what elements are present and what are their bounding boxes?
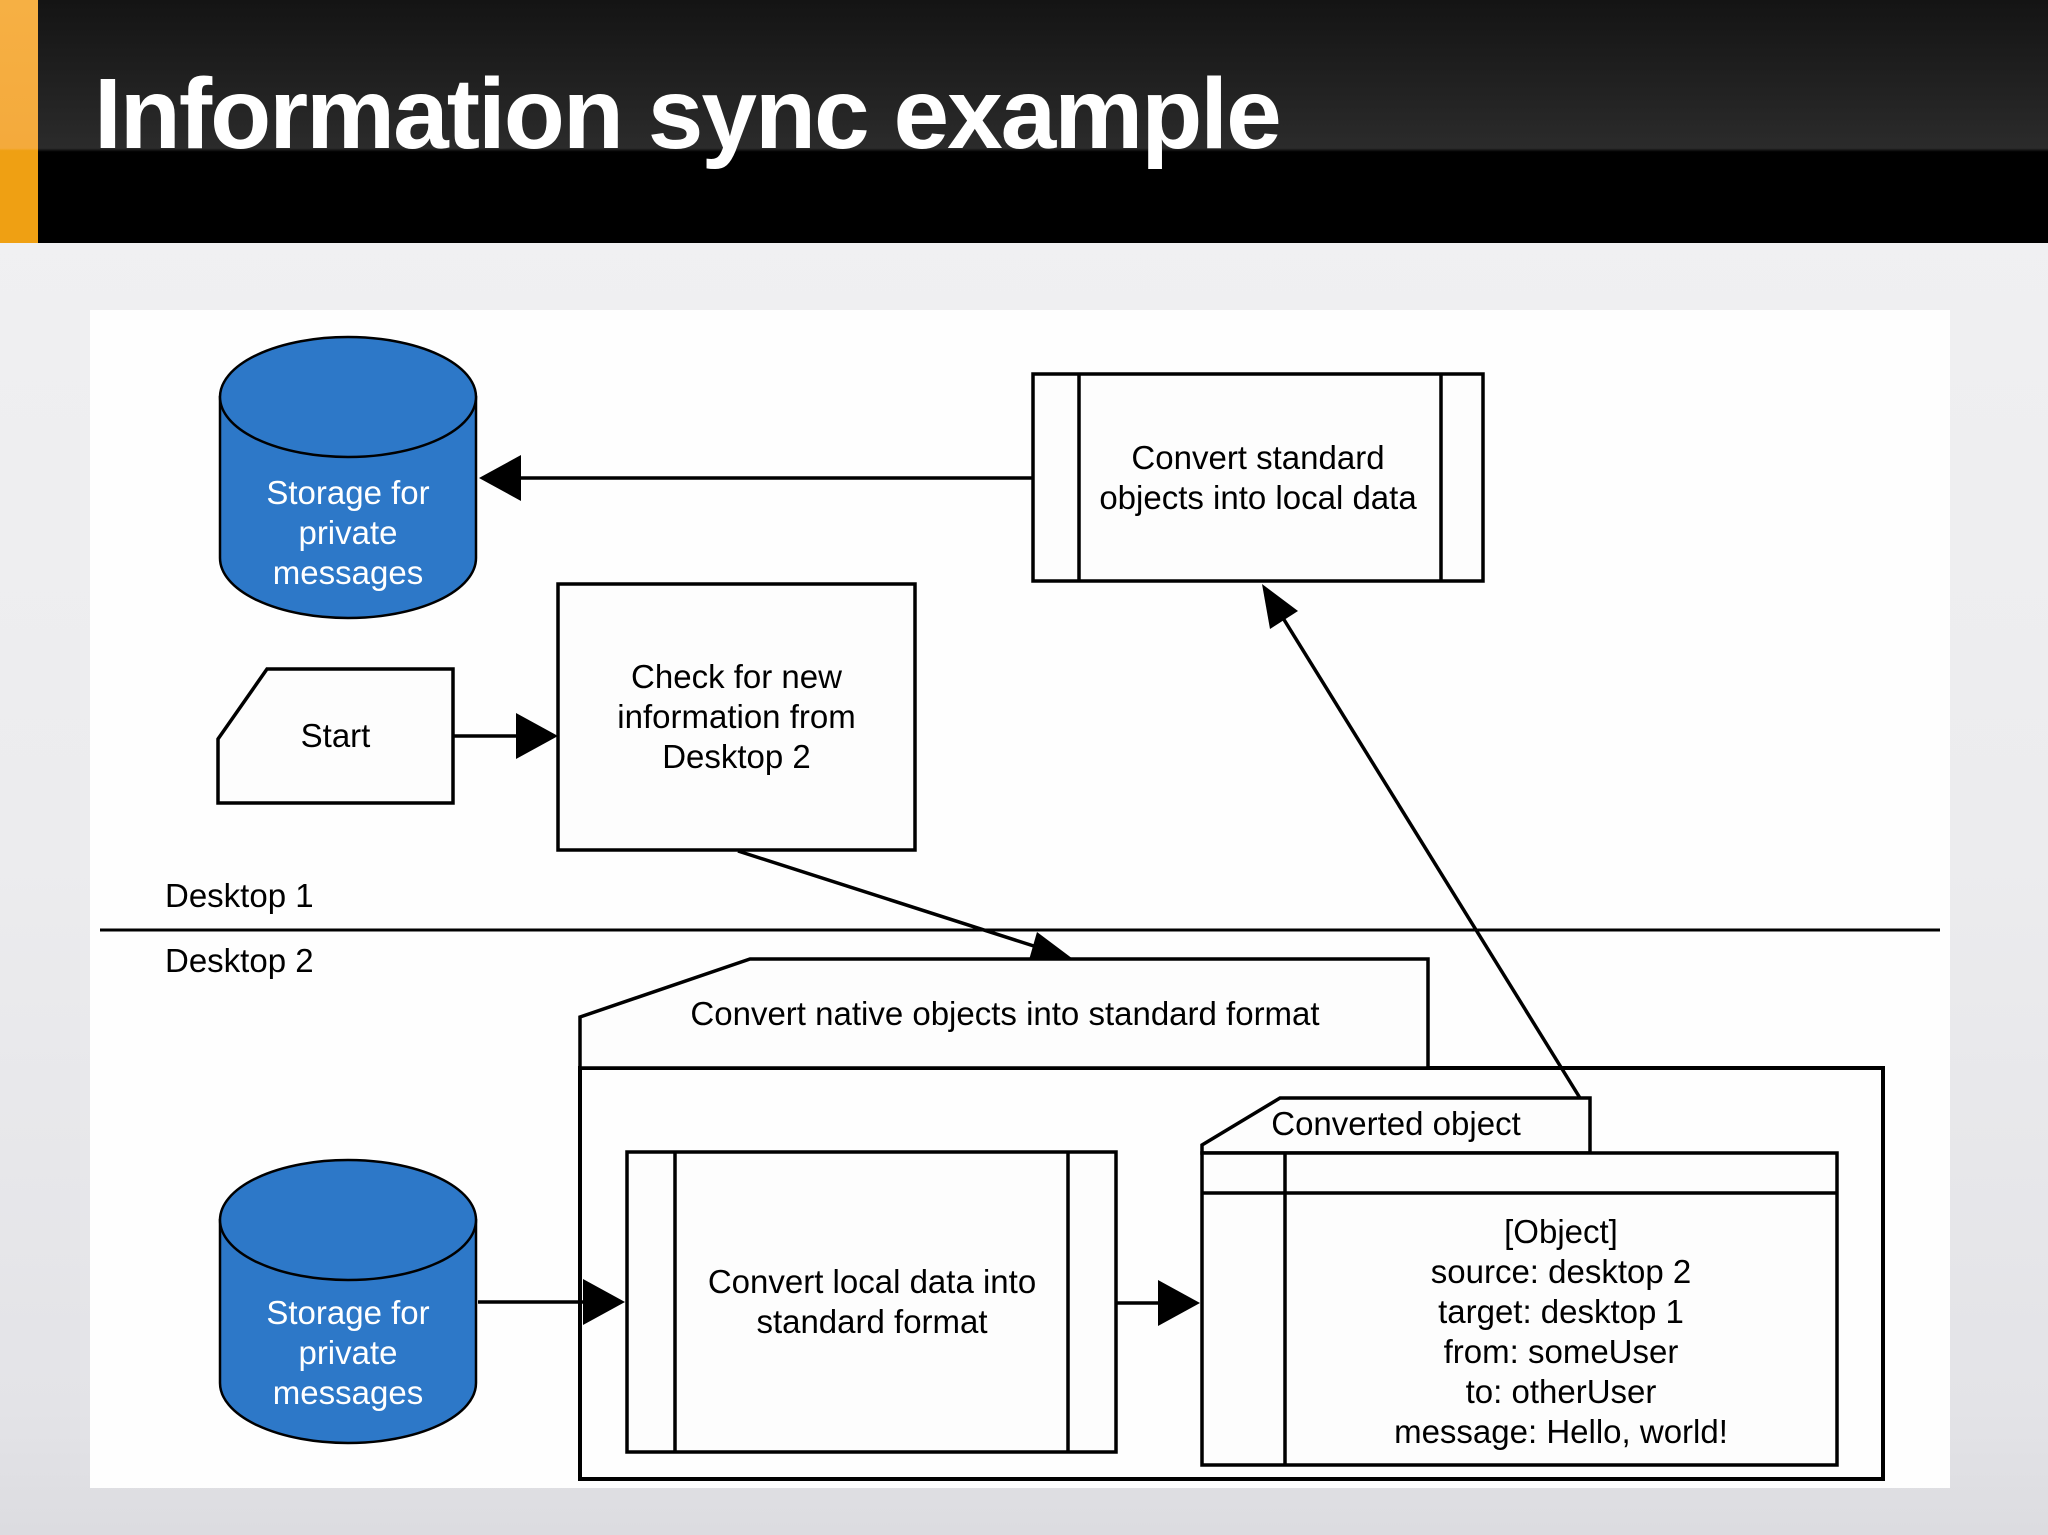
arrow-storage-to-local xyxy=(478,1279,625,1325)
convert-local-label: Convert local data into standard format xyxy=(707,1263,1037,1340)
arrow-object-to-standard xyxy=(1262,584,1582,1099)
arrow-start-to-check xyxy=(453,713,558,759)
object-line: message: Hello, world! xyxy=(1394,1413,1728,1450)
check-new-info-label: Check for new information from Desktop 2 xyxy=(617,658,856,775)
converted-object-title: Converted object xyxy=(1271,1105,1521,1142)
arrow-check-to-native xyxy=(737,849,1073,960)
converted-object-shape xyxy=(1200,1096,1839,1467)
title-bar: Information sync example xyxy=(0,0,2048,243)
object-line: to: otherUser xyxy=(1465,1373,1657,1410)
storage-bottom-label: Storage for private messages xyxy=(266,1294,430,1411)
database-cylinder-bottom xyxy=(218,1158,478,1445)
object-line: [Object] xyxy=(1504,1213,1618,1250)
converted-object-body: [Object] source: desktop 2 target: deskt… xyxy=(1290,1212,1832,1452)
object-line: from: someUser xyxy=(1443,1333,1679,1370)
lane-label-desktop-1: Desktop 1 xyxy=(165,877,314,914)
page-title: Information sync example xyxy=(94,57,1282,170)
frame-convert-native xyxy=(578,957,1885,1481)
start-label: Start xyxy=(300,717,371,754)
convert-standard-label: Convert standard objects into local data xyxy=(1099,438,1417,516)
process-check-new-info xyxy=(556,582,917,852)
database-cylinder-top xyxy=(218,335,478,620)
lane-label-desktop-2: Desktop 2 xyxy=(165,942,314,979)
arrow-standard-to-storage xyxy=(479,455,1033,501)
object-line: source: desktop 2 xyxy=(1430,1253,1692,1290)
object-line: target: desktop 1 xyxy=(1438,1293,1684,1330)
predefined-process-convert-local xyxy=(625,1150,1118,1454)
convert-native-label: Convert native objects into standard for… xyxy=(690,994,1320,1032)
storage-top-label: Storage for private messages xyxy=(266,474,430,591)
arrow-local-to-object xyxy=(1116,1280,1200,1326)
accent-bar xyxy=(0,0,38,243)
